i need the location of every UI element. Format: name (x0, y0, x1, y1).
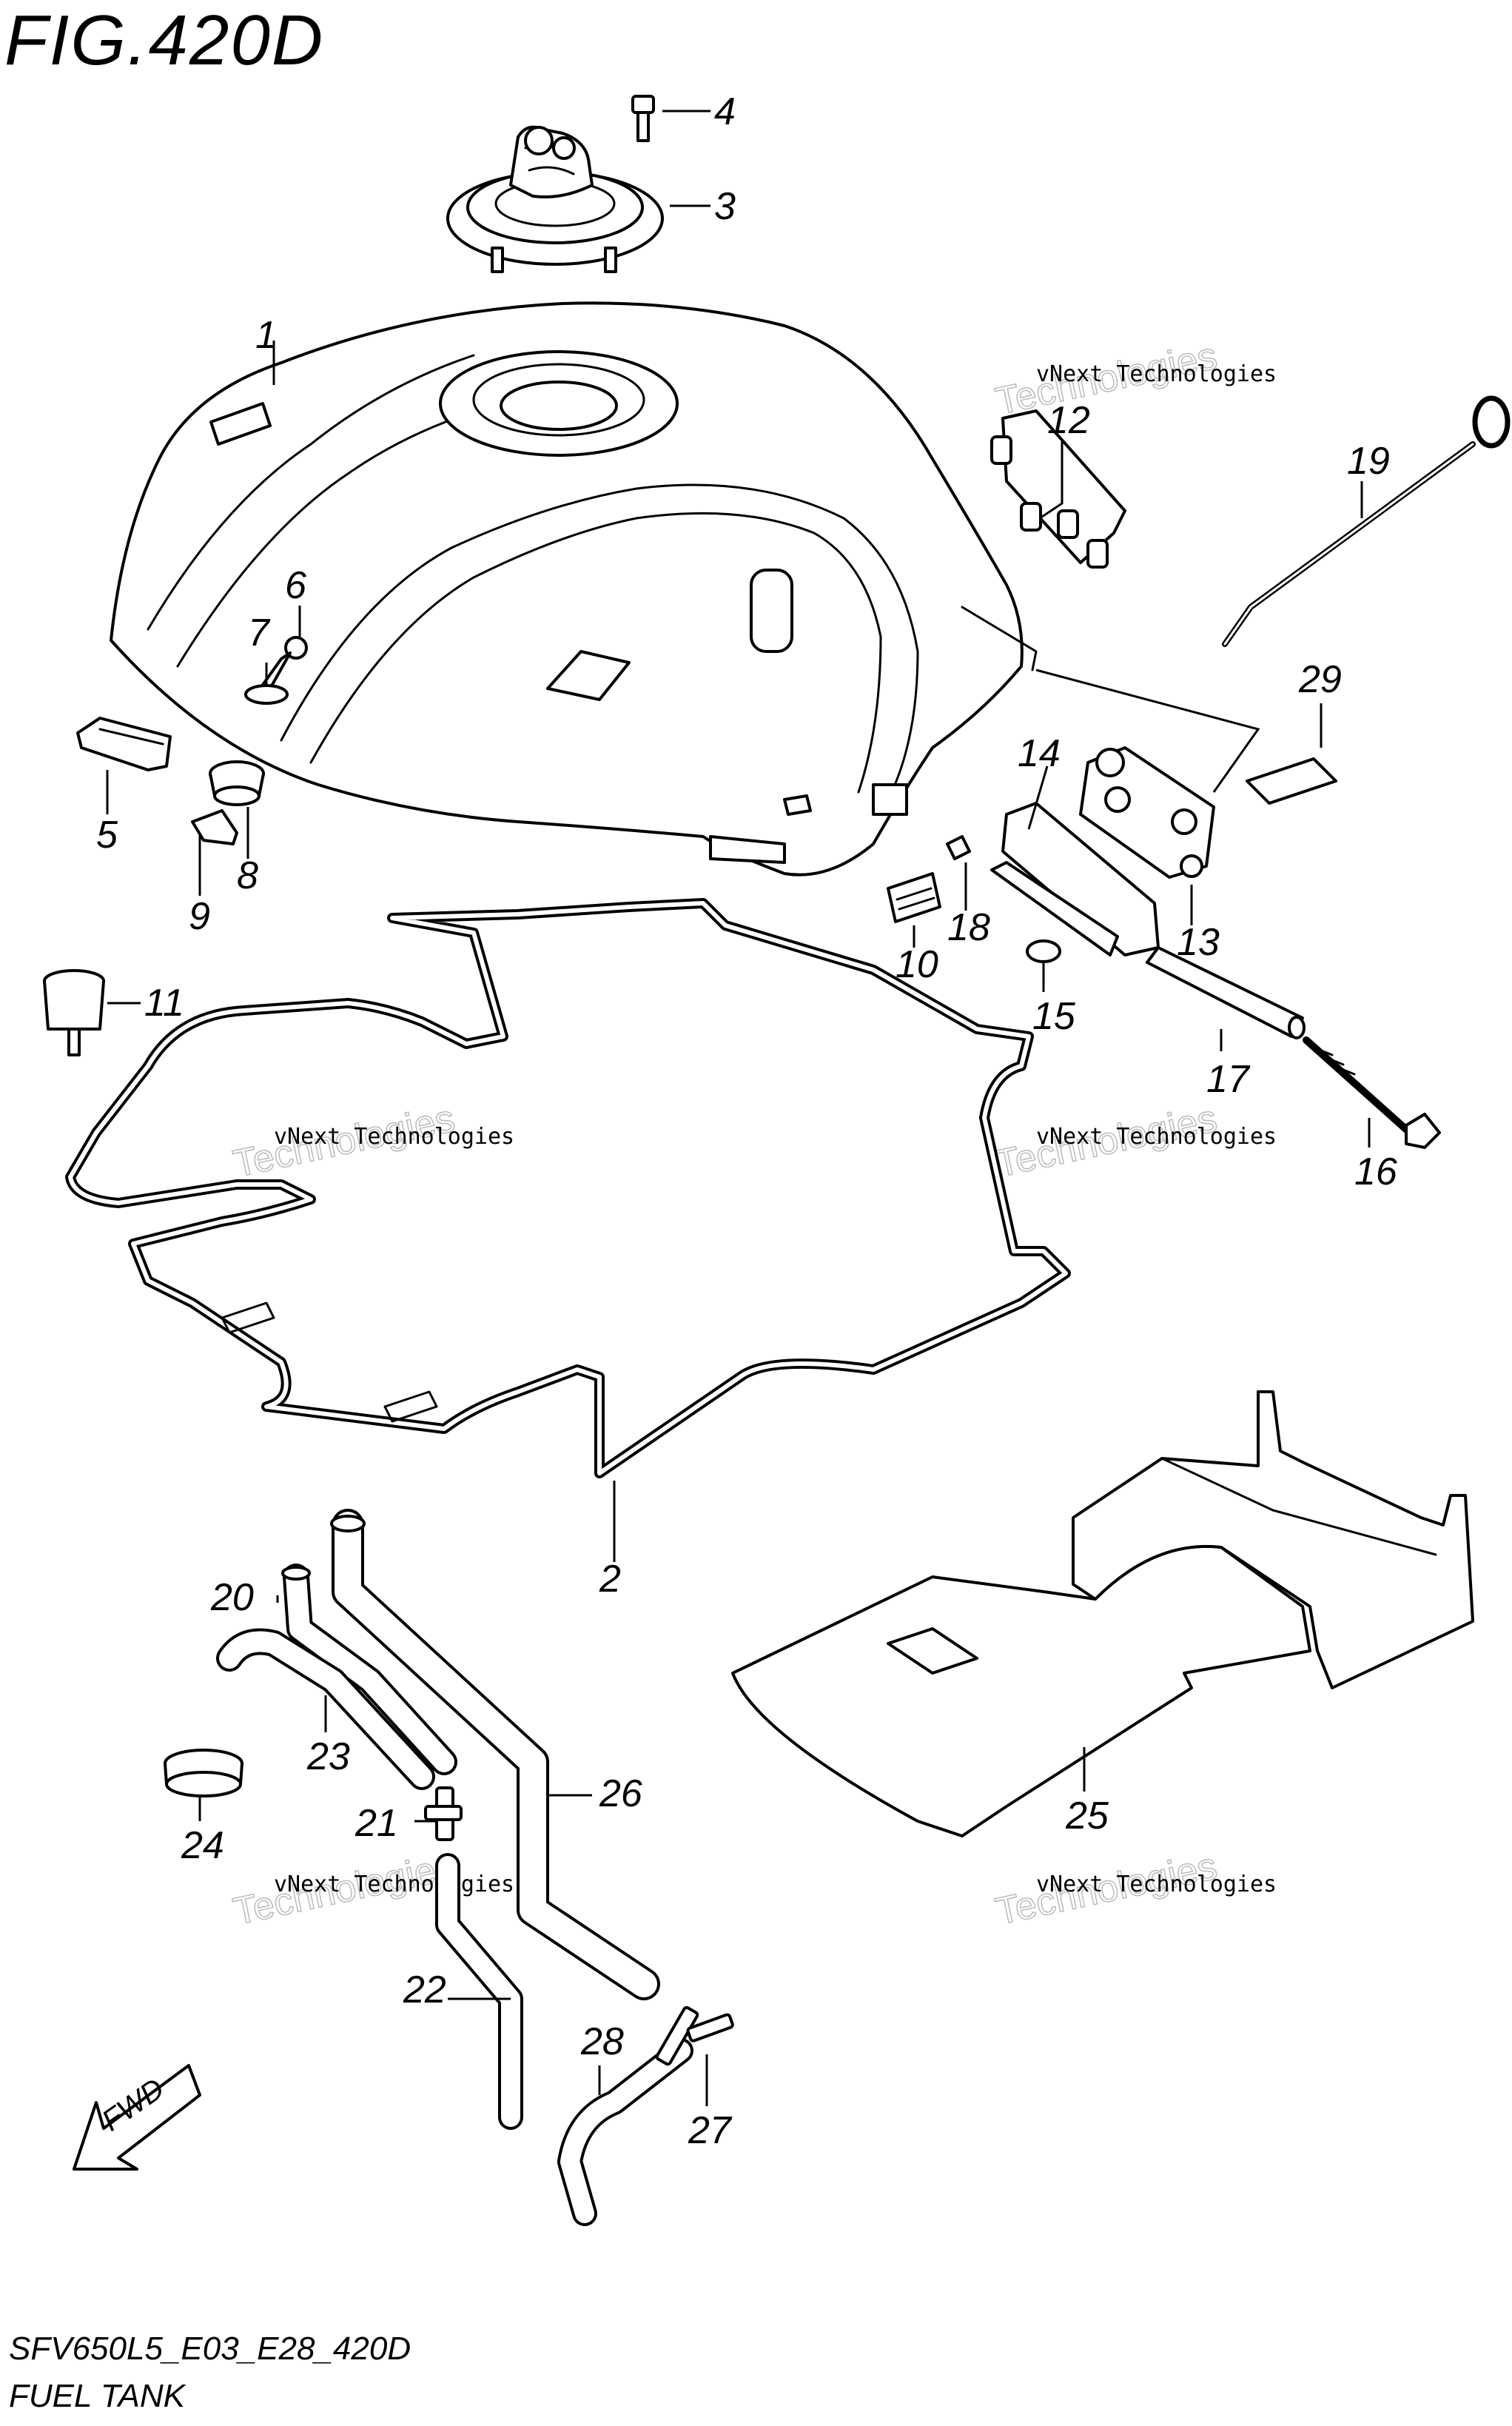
callout-14: 14 (1018, 732, 1061, 775)
callout-25: 25 (1065, 1795, 1109, 1837)
washer-part (244, 684, 289, 705)
tube-part (1146, 946, 1306, 1039)
callout-4: 4 (714, 90, 736, 133)
nut-part (946, 835, 971, 860)
watermark-text: vNext Technologies (274, 1124, 514, 1150)
callout-9: 9 (189, 895, 210, 938)
callout-19: 19 (1347, 440, 1390, 483)
prop-rod-part (1222, 395, 1511, 647)
callout-20: 20 (210, 1576, 254, 1619)
callout-12: 12 (1047, 399, 1090, 442)
callout-5: 5 (96, 814, 118, 857)
callouts: 1 2 3 4 5 6 7 8 9 10 11 12 13 14 15 16 1… (96, 90, 1397, 2152)
callout-6: 6 (285, 564, 306, 607)
tank-seal-part (65, 898, 1071, 1478)
drain-hose-part (330, 1509, 660, 2000)
hose-part (216, 1628, 435, 1790)
leader-lines (106, 110, 1371, 2106)
callout-10: 10 (896, 943, 938, 986)
callout-18: 18 (947, 906, 990, 949)
heat-shield-part (731, 1390, 1474, 1837)
callout-7: 7 (248, 611, 271, 654)
watermark-text: vNext Technologies (1036, 1872, 1277, 1897)
watermark: Technologies vNext Technologies (992, 1844, 1277, 1934)
watermark-text: vNext Technologies (274, 1872, 514, 1897)
callout-13: 13 (1177, 921, 1220, 964)
watermark-text: vNext Technologies (1036, 361, 1277, 387)
watermark: Technologies vNext Technologies (229, 1096, 514, 1186)
callout-8: 8 (237, 854, 258, 897)
collar-part (191, 809, 238, 845)
figure-name: FUEL TANK (9, 2378, 185, 2414)
bracket-assembly-part (1079, 746, 1215, 879)
callout-21: 21 (355, 1802, 398, 1845)
label-part (887, 872, 941, 923)
callout-11: 11 (144, 982, 184, 1025)
callout-22: 22 (403, 1968, 446, 2011)
pad-part (1246, 757, 1337, 805)
figure-code: SFV650L5_E03_E28_420D (9, 2330, 411, 2367)
callout-26: 26 (599, 1772, 642, 1815)
fwd-arrow: FWD (73, 2064, 201, 2171)
callout-29: 29 (1298, 658, 1342, 701)
long-bolt-part (1303, 1036, 1441, 1149)
callout-17: 17 (1206, 1058, 1251, 1101)
hose-part (557, 2038, 693, 2226)
watermark: Technologies vNext Technologies (992, 1096, 1277, 1186)
clip-part (1026, 939, 1061, 963)
callout-3: 3 (714, 185, 736, 228)
hose-part (435, 1853, 523, 2130)
cushion-rubber-part (43, 969, 105, 1056)
collar-part (164, 1749, 243, 1797)
watermark-text: vNext Technologies (1036, 1124, 1277, 1150)
t-joint-part (655, 2006, 734, 2066)
callout-1: 1 (255, 314, 277, 357)
fuel-cap-part (446, 125, 664, 273)
cushion-part (209, 760, 265, 806)
joint-part (424, 1786, 463, 1841)
figure-title: FIG.420D (4, 1, 325, 80)
watermark: Technologies vNext Technologies (229, 1844, 514, 1934)
hose-part (281, 1564, 457, 1775)
callout-24: 24 (181, 1824, 224, 1867)
callout-28: 28 (580, 2020, 624, 2063)
front-cushion-part (76, 717, 172, 771)
callout-23: 23 (306, 1735, 350, 1778)
callout-2: 2 (599, 1558, 621, 1601)
callout-27: 27 (688, 2109, 733, 2152)
fuel-tank-part (110, 301, 1038, 877)
callout-15: 15 (1032, 995, 1076, 1038)
cap-bolt-part (631, 95, 655, 142)
rear-bracket-part (990, 409, 1126, 569)
callout-16: 16 (1354, 1150, 1397, 1193)
